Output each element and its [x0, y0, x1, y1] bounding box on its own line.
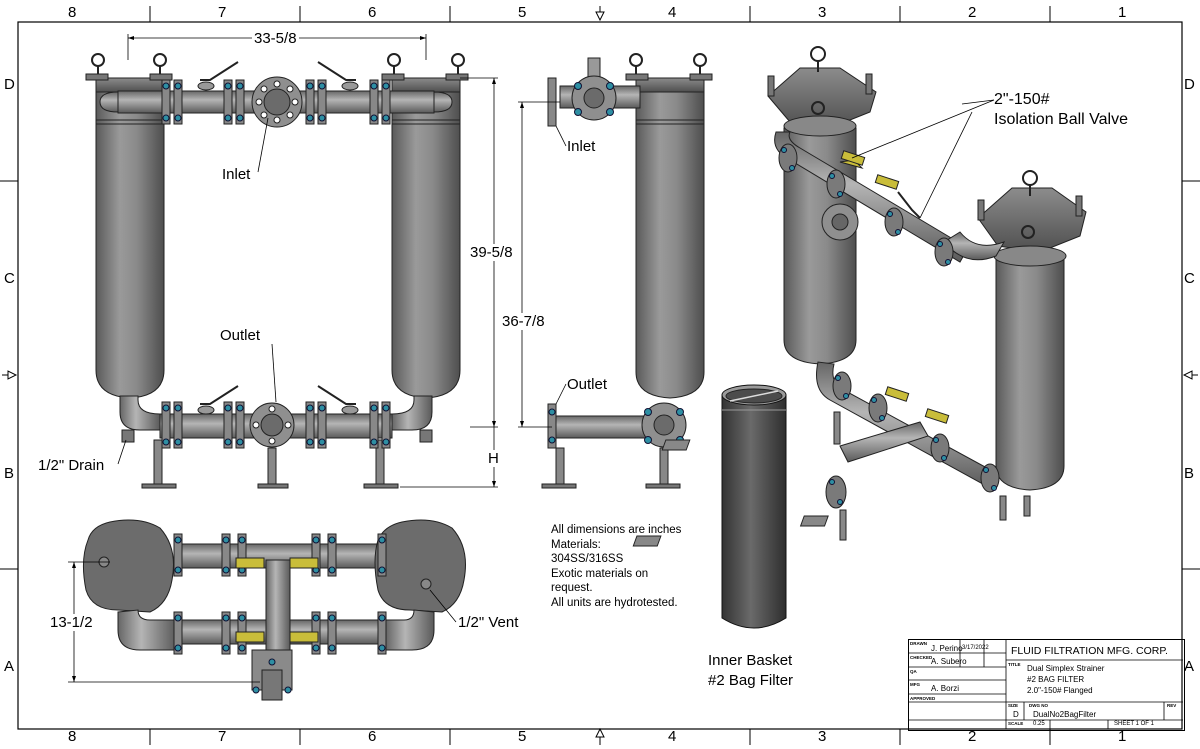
- note-line: request.: [551, 582, 593, 594]
- inner-basket-drawing: [721, 384, 787, 629]
- tb-company: FLUID FILTRATION MFG. CORP.: [1011, 645, 1168, 657]
- zone-col-4-top: 4: [668, 4, 677, 21]
- tb-drawn-label: DRAWN: [910, 641, 927, 646]
- tb-approved-label: APPROVED: [910, 696, 936, 701]
- zone-col-8-bottom: 8: [68, 728, 77, 745]
- tb-mfg-by: A. Borzi: [931, 684, 960, 693]
- outlet-manifold: [159, 385, 393, 489]
- tb-dwg-no: DualNo2BagFilter: [1033, 710, 1097, 719]
- outlet-callout-front: Outlet: [220, 327, 261, 344]
- tb-qa-label: QA: [910, 669, 917, 674]
- dimension-width: 33-5/8: [252, 30, 299, 47]
- note-line: Exotic materials on: [551, 567, 649, 580]
- tb-scale-label: SCALE: [1008, 721, 1024, 726]
- zone-row-b-left: B: [4, 465, 15, 482]
- note-line: All units are hydrotested.: [551, 596, 678, 609]
- title-block-lines: [908, 639, 1183, 729]
- tb-size-label: SIZE: [1008, 703, 1019, 708]
- zone-col-4-bottom: 4: [668, 728, 677, 745]
- zone-col-3-bottom: 3: [818, 728, 827, 745]
- tb-title-line3: 2.0"-150# Flanged: [1027, 686, 1093, 695]
- zone-col-8-top: 8: [68, 4, 77, 21]
- note-line: All dimensions are inches: [551, 524, 682, 536]
- tb-title-label: TITLE: [1008, 662, 1021, 667]
- zone-col-1-top: 1: [1118, 4, 1127, 21]
- zone-col-5-bottom: 5: [518, 728, 527, 745]
- dimension-height-inlet: 36-7/8: [500, 313, 547, 330]
- zone-row-d-left: D: [4, 76, 15, 93]
- vent-callout: 1/2" Vent: [458, 614, 519, 631]
- note-line: 304SS/316SS: [551, 553, 624, 565]
- zone-row-c-left: C: [4, 270, 15, 287]
- zone-row-a-right: A: [1184, 658, 1195, 675]
- zone-row-c-right: C: [1184, 270, 1195, 287]
- dimension-h: H: [486, 450, 501, 467]
- dimension-depth: 13-1/2: [48, 614, 95, 631]
- zone-col-6-bottom: 6: [368, 728, 377, 745]
- basket-callout: Inner Basket #2 Bag Filter: [708, 652, 794, 689]
- general-notes: All dimensions are inches Materials: 304…: [551, 523, 681, 610]
- isolation-valve-callout: 2"-150# Isolation Ball Valve: [994, 91, 1128, 128]
- dimension-height-total: 39-5/8: [468, 244, 515, 261]
- tb-drawn-date: 3/17/2022: [962, 645, 989, 651]
- zone-col-7-top: 7: [218, 4, 227, 21]
- tb-drawn-by: J. Perino: [931, 644, 963, 653]
- tb-size: D: [1013, 710, 1019, 719]
- note-line: Materials:: [551, 538, 601, 551]
- zone-row-a-left: A: [4, 658, 15, 675]
- zone-col-3-top: 3: [818, 4, 827, 21]
- zone-col-2-top: 2: [968, 4, 977, 21]
- side-view: [518, 53, 713, 489]
- tb-title-line1: Dual Simplex Strainer: [1027, 664, 1105, 673]
- zone-row-d-right: D: [1184, 76, 1195, 93]
- tb-dwg-label: DWG NO: [1029, 703, 1048, 708]
- zone-col-6-top: 6: [368, 4, 377, 21]
- inlet-callout-front: Inlet: [222, 166, 251, 183]
- title-block: DRAWN J. Perino 3/17/2022 CHECKED A. Sub…: [908, 639, 1185, 731]
- zone-col-5-top: 5: [518, 4, 527, 21]
- tb-scale: 0.25: [1033, 721, 1045, 727]
- zone-col-7-bottom: 7: [218, 728, 227, 745]
- outlet-callout-side: Outlet: [567, 376, 608, 393]
- tb-title-line2: #2 BAG FILTER: [1027, 675, 1085, 684]
- inlet-callout-side: Inlet: [567, 138, 596, 155]
- border-frame: [0, 6, 1200, 745]
- tb-checked-label: CHECKED: [910, 655, 933, 660]
- zone-col-1-bottom: 1: [1118, 728, 1127, 745]
- inlet-manifold: [99, 61, 453, 128]
- tb-rev-label: REV: [1167, 703, 1177, 708]
- drain-callout: 1/2" Drain: [38, 457, 105, 474]
- isometric-view: [632, 46, 1087, 547]
- tb-checked-by: A. Subero: [931, 657, 967, 666]
- tb-mfg-label: MFG: [910, 682, 920, 687]
- tb-sheet: SHEET 1 OF 1: [1114, 721, 1154, 727]
- front-view: [85, 34, 498, 489]
- zone-row-b-right: B: [1184, 465, 1195, 482]
- zone-col-2-bottom: 2: [968, 728, 977, 745]
- top-view: [68, 519, 466, 701]
